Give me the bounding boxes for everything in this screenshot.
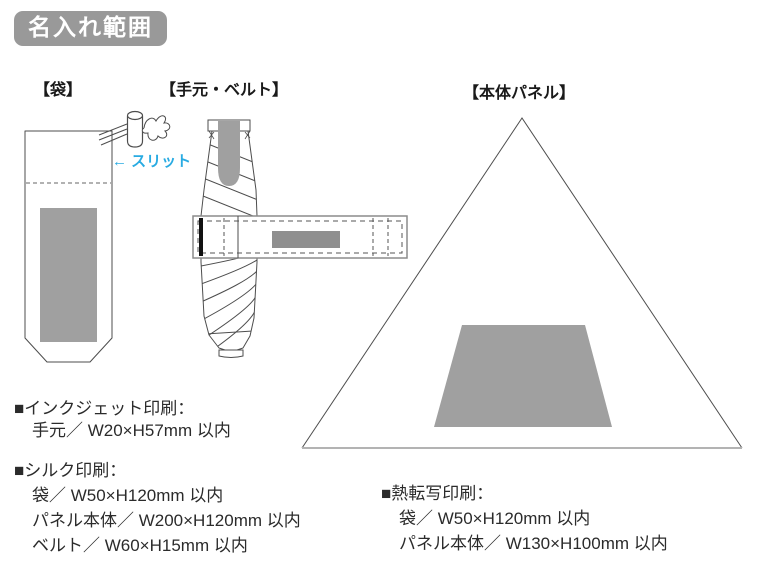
slit-label: ← スリット (112, 153, 192, 170)
section-label-bag: 【袋】 (34, 82, 83, 99)
note-inkjet: ■インクジェット印刷： 手元／ W20×H57mm 以内 (14, 398, 231, 442)
note-silk: ■シルク印刷： 袋／ W50×H120mm 以内 パネル本体／ W200×H12… (14, 458, 301, 558)
belt-print-area (272, 231, 340, 248)
bag-diagram (24, 110, 171, 363)
panel-print-area (434, 325, 612, 427)
note-thermal: ■熱転写印刷： 袋／ W50×H120mm 以内 パネル本体／ W130×H10… (381, 481, 668, 556)
belt-stitch-dashed (197, 220, 403, 254)
note-silk-title: ■シルク印刷： (14, 461, 127, 480)
drawstring-toggle-body (126, 116, 144, 148)
panel-side-edges (301, 117, 743, 449)
drawstring-cords (98, 123, 128, 146)
belt-end-bar (199, 218, 203, 256)
bag-print-area (40, 208, 97, 342)
panel-diagram (301, 117, 743, 449)
handle-belt-diagram (192, 119, 408, 358)
note-thermal-title: ■熱転写印刷： (381, 484, 494, 503)
handle-tip-tab (218, 349, 244, 358)
drawstring-knot (141, 115, 171, 141)
note-silk-line-belt: ベルト／ W60×H15mm 以内 (32, 536, 248, 555)
drawstring-toggle-cap (126, 110, 144, 121)
section-label-handle-belt: 【手元・ベルト】 (160, 82, 289, 99)
note-thermal-line-bag: 袋／ W50×H120mm 以内 (399, 509, 591, 528)
note-thermal-line-panel: パネル本体／ W130×H100mm 以内 (399, 534, 668, 553)
note-silk-line-panel: パネル本体／ W200×H120mm 以内 (32, 511, 301, 530)
note-inkjet-title: ■インクジェット印刷： (14, 399, 195, 418)
note-silk-line-bag: 袋／ W50×H120mm 以内 (32, 486, 224, 505)
panel-fill (302, 118, 742, 448)
note-inkjet-line-handle: 手元／ W20×H57mm 以内 (32, 421, 231, 440)
handle-print-area (218, 121, 240, 186)
section-label-body-panel: 【本体パネル】 (463, 85, 576, 102)
handle-tie-marks (208, 130, 251, 140)
title-badge: 名入れ範囲 (14, 11, 167, 47)
belt (192, 215, 408, 259)
